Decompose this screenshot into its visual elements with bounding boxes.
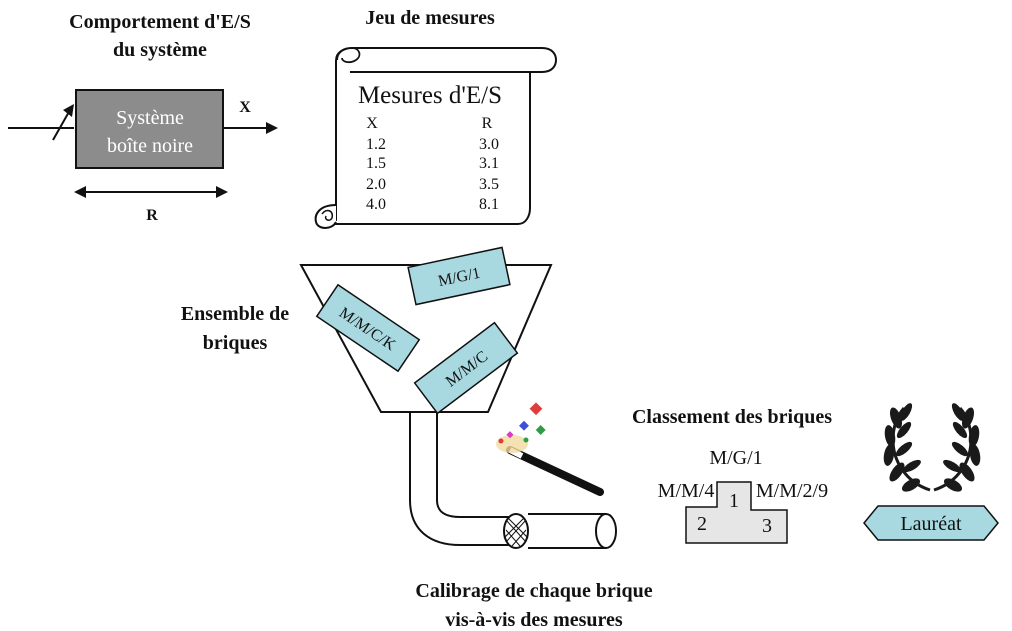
table-cell-r: 3.5 [479,176,499,193]
podium-second-label: M/M/4 [658,480,715,502]
input-slash-arrow [52,109,71,141]
podium-pos2: 2 [697,513,707,535]
winner-label: Lauréat [900,513,962,535]
pipe-filter-hatch [503,517,529,547]
input-slash-arrowhead [63,104,74,117]
bricks-label-line2: briques [203,332,268,354]
pipe-outlet [528,513,606,549]
black-box-label-line1: Système [116,107,184,129]
io-behavior-title-line2: du système [113,39,207,61]
column-header-x: X [366,115,378,132]
table-cell-r: 3.0 [479,136,499,153]
column-header-r: R [482,115,493,132]
measures-heading: Jeu de mesures [365,7,495,29]
output-arrowhead [266,122,278,134]
measures-section: Jeu de mesures Mesures d'E/S X R 1.2 3.0… [314,7,558,229]
table-cell-r: 3.1 [479,155,499,172]
brick-mg1: M/G/1 [407,246,511,306]
table-cell-x: 4.0 [366,196,386,213]
width-arrow-left [74,186,86,198]
table-cell-x: 1.5 [366,155,386,172]
scroll-icon [314,47,558,229]
black-box-label-line2: boîte noire [107,135,193,157]
pipe-outer [409,412,510,546]
ranking-heading: Classement des briques [632,406,832,428]
width-label: R [146,207,158,224]
ranking-section: Classement des briques M/G/1 M/M/4 M/M/2… [632,406,832,544]
pipe-outlet-end [595,513,617,549]
width-arrow-right [216,186,228,198]
podium-third-label: M/M/2/9 [756,480,828,502]
scroll-title: Mesures d'E/S [358,82,502,109]
table-cell-x: 2.0 [366,176,386,193]
bricks-section: Ensemble de briques M/G/1 M/M/C/K M/M/C [181,246,617,549]
laurel-wreath-icon [883,403,981,492]
pipe-inner [436,412,510,518]
calibration-label-line1: Calibrage de chaque brique [415,580,652,602]
podium-pos3: 3 [762,515,772,537]
io-behavior-title-line1: Comportement d'E/S [69,11,251,33]
table-cell-x: 1.2 [366,136,386,153]
podium [685,481,788,544]
winner-badge: Lauréat [863,505,999,541]
measures-table: 1.2 3.0 1.5 3.1 2.0 3.5 4.0 8.1 [366,136,499,213]
podium-pos1: 1 [729,490,739,512]
podium-first-label: M/G/1 [709,447,762,469]
table-cell-r: 8.1 [479,196,499,213]
magic-wand-icon [496,402,604,496]
output-label: X [239,99,251,116]
calibration-label-line2: vis-à-vis des mesures [445,609,623,631]
io-behavior-section: Comportement d'E/S du système Système bo… [8,11,278,224]
bricks-label-line1: Ensemble de [181,303,289,325]
